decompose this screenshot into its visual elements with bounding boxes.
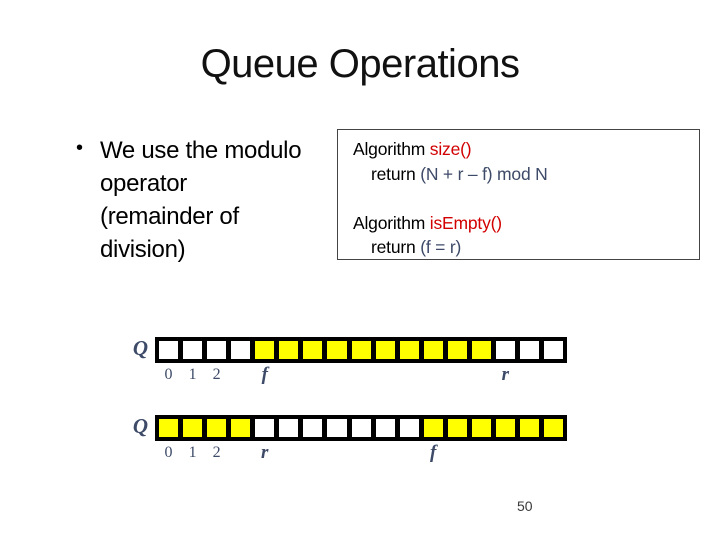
queue-label: Q [132, 414, 148, 438]
queue-cell-yellow [423, 419, 443, 437]
bullet-line: We use the modulo [100, 137, 302, 164]
queue-cell-yellow [303, 341, 323, 359]
bullet-line: division) [100, 236, 186, 263]
queue-index-label: 2 [212, 366, 221, 383]
queue-cell-yellow [447, 419, 467, 437]
algorithm-line: Algorithm isEmpty() [353, 211, 699, 236]
queue-cell-yellow [471, 419, 491, 437]
queue-pointer-label-r: r [501, 364, 510, 385]
algorithm-text-segment: Algorithm [353, 139, 430, 159]
algorithm-text-segment: return [371, 237, 421, 257]
algorithm-text-segment: Algorithm [353, 212, 430, 233]
algorithm-line: return (f = r) [353, 235, 699, 260]
queue-cell-yellow [544, 419, 564, 437]
algorithm-box: Algorithm size()return (N + r – f) mod N… [337, 129, 700, 260]
algorithm-text-segment: (f = r) [420, 237, 462, 257]
queue-cell-yellow [207, 419, 227, 437]
queue-cell-yellow [471, 341, 491, 359]
bullet-item: • We use the modulo operator (remainder of… [76, 134, 336, 266]
queue-cell-yellow [423, 341, 443, 359]
queue-pointer-label-f: f [261, 364, 268, 385]
bullet-line: (remainder of [100, 203, 239, 230]
algorithm-text-segment: (N + r – f) mod N [420, 163, 548, 184]
queue-cell-white [231, 341, 251, 359]
algorithm-text-segment: return [371, 163, 421, 184]
algorithm-text-segment: size() [429, 139, 472, 159]
queue-cell-yellow [495, 419, 515, 437]
queue-pointer-label-f: f [430, 442, 437, 463]
queue-index-label: 1 [188, 366, 197, 383]
algorithm-line: return (N + r – f) mod N [353, 162, 699, 187]
queue-index-label: 0 [164, 444, 173, 461]
queue-cell-white [375, 419, 395, 437]
queue-index-label: 2 [212, 444, 221, 461]
queue-cell-white [279, 419, 299, 437]
queue-cell-yellow [375, 341, 395, 359]
queue-cell-yellow [399, 341, 419, 359]
queue-cell-yellow [231, 419, 251, 437]
queue-cell-white [183, 341, 203, 359]
bullet-marker: • [76, 137, 84, 159]
queue-cell-white [303, 419, 323, 437]
page-number: 50 [517, 498, 533, 514]
bullet-line: operator [100, 170, 187, 197]
queue-index-label: 1 [188, 444, 197, 461]
algorithm-line: Algorithm size() [353, 137, 699, 162]
queue-cells-bar [155, 415, 567, 441]
queue-cell-yellow [255, 341, 275, 359]
queue-cell-white [255, 419, 275, 437]
queue-cells-bar [155, 337, 567, 363]
queue-cell-white [519, 341, 539, 359]
queue-cell-yellow [279, 341, 299, 359]
queue-cell-yellow [159, 419, 179, 437]
queue-cell-white [351, 419, 371, 437]
algorithm-line [353, 186, 699, 211]
queue-cell-white [207, 341, 227, 359]
queue-cell-white [495, 341, 515, 359]
queue-pointer-label-r: r [261, 442, 269, 463]
queue-cell-white [399, 419, 419, 437]
bullet-text: We use the modulo operator (remainder of di… [100, 134, 336, 266]
queue-cell-white [159, 341, 179, 359]
queue-cell-white [544, 341, 564, 359]
slide-title: Queue Operations [200, 42, 520, 86]
queue-label: Q [132, 336, 148, 360]
queue-cell-yellow [351, 341, 371, 359]
queue-index-label: 0 [164, 366, 173, 383]
queue-cell-yellow [183, 419, 203, 437]
algorithm-text-segment: isEmpty() [429, 212, 502, 233]
queue-cell-yellow [447, 341, 467, 359]
queue-cell-yellow [327, 341, 347, 359]
queue-cell-yellow [519, 419, 539, 437]
queue-cell-white [327, 419, 347, 437]
